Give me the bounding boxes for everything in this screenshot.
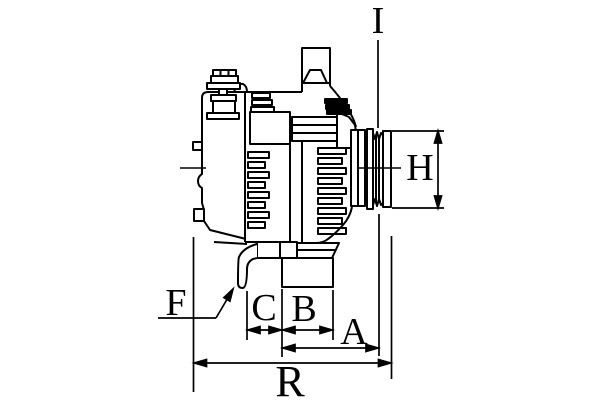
dimension-labels: I H F C B A R <box>165 0 433 400</box>
arrowhead-right <box>365 343 382 353</box>
rear-tab <box>192 141 203 151</box>
arrowhead-right <box>319 325 336 335</box>
terminal-bolt <box>206 69 241 120</box>
arrowhead-left <box>191 358 208 368</box>
cooling-fins-left <box>247 92 275 229</box>
dimension-C <box>244 325 285 335</box>
label-A: A <box>340 311 368 353</box>
leader-F <box>158 286 235 319</box>
arrowhead-right <box>268 325 285 335</box>
dimension-H <box>392 127 444 212</box>
pulley-groove-bottom <box>372 198 384 207</box>
arrowhead-down <box>433 195 443 212</box>
dimension-R <box>191 358 394 368</box>
top-mounting-lug <box>247 47 357 128</box>
label-I: I <box>372 0 385 42</box>
label-H: H <box>406 147 433 189</box>
alternator-drawing <box>180 47 401 289</box>
label-B: B <box>291 288 316 330</box>
dimension-lines <box>158 40 444 392</box>
label-F: F <box>165 282 186 324</box>
arrowhead-left <box>279 343 296 353</box>
bottom-mounting <box>237 206 353 289</box>
label-R: R <box>275 357 305 400</box>
pulley-flange-right <box>382 130 392 208</box>
cooling-fins-right <box>317 98 352 235</box>
arrowhead-right <box>377 358 394 368</box>
lower-rear-tab <box>193 208 205 222</box>
label-C: C <box>251 287 276 329</box>
pulley <box>350 128 392 210</box>
mounting-foot-block <box>281 257 334 288</box>
hook-bracket <box>237 243 258 289</box>
arrowhead-left <box>244 325 261 335</box>
pulley-groove-top <box>372 131 384 140</box>
dimension-A <box>279 343 382 353</box>
arrowhead-up <box>433 127 443 144</box>
dimension-B <box>279 325 336 335</box>
pulley-flange-left <box>366 128 374 210</box>
rear-housing <box>192 82 248 245</box>
arrowhead-left <box>279 325 296 335</box>
arrowhead-leader <box>222 286 235 303</box>
